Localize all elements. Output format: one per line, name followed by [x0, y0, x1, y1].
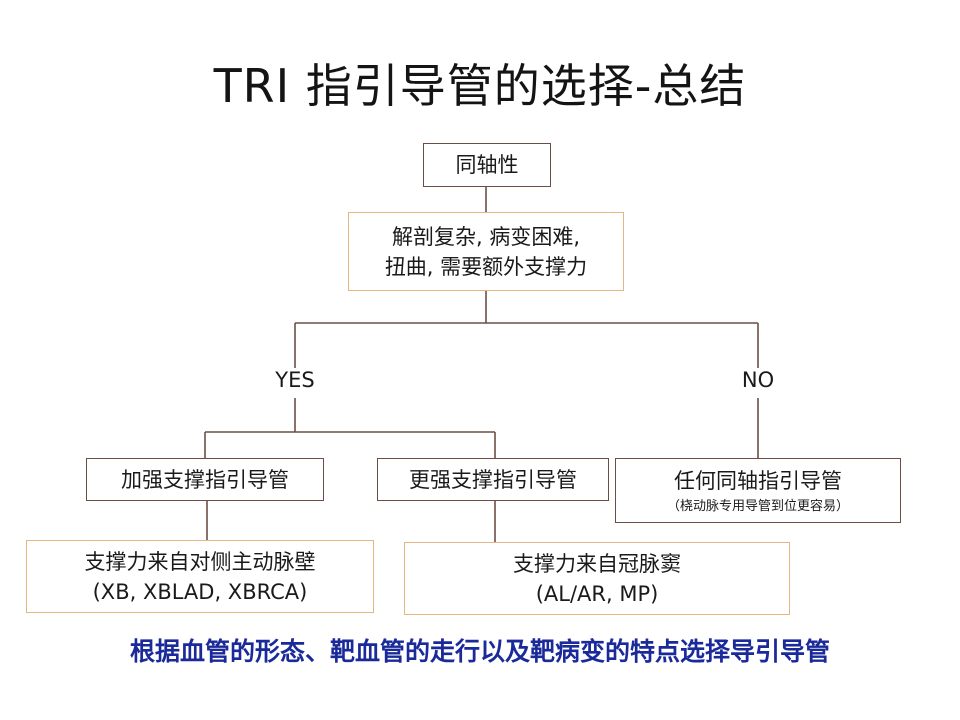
- question-line-2: 扭曲, 需要额外支撑力: [384, 254, 588, 279]
- footer-summary: 根据血管的形态、靶血管的走行以及靶病变的特点选择导引导管: [129, 637, 830, 666]
- node-question: 解剖复杂, 病变困难, 扭曲, 需要额外支撑力: [348, 212, 624, 291]
- stronger-support-label: 更强支撑指引导管: [409, 467, 577, 492]
- any-coaxial-note: （桡动脉专用导管到位更容易）: [666, 498, 849, 514]
- no-label: NO: [741, 368, 775, 392]
- strong-detail-line-1: 支撑力来自对侧主动脉壁: [84, 549, 316, 574]
- page-title: TRI 指引导管的选择-总结: [213, 59, 747, 113]
- node-coaxial-label: 同轴性: [455, 153, 519, 177]
- node-coaxial: 同轴性: [423, 143, 551, 187]
- any-coaxial-label: 任何同轴指引导管: [674, 468, 842, 493]
- node-stronger-detail: 支撑力来自冠脉窦 (AL/AR, MP): [404, 542, 790, 615]
- strong-support-label: 加强支撑指引导管: [121, 467, 289, 492]
- stronger-detail-line-2: (AL/AR, MP): [535, 581, 659, 606]
- node-stronger-support: 更强支撑指引导管: [377, 458, 609, 501]
- question-line-1: 解剖复杂, 病变困难,: [391, 224, 581, 249]
- yes-label: YES: [275, 368, 315, 392]
- node-strong-support: 加强支撑指引导管: [86, 458, 324, 501]
- stronger-detail-line-1: 支撑力来自冠脉窦: [513, 551, 681, 576]
- node-any-coaxial: 任何同轴指引导管 （桡动脉专用导管到位更容易）: [615, 458, 901, 523]
- node-strong-detail: 支撑力来自对侧主动脉壁 (XB, XBLAD, XBRCA): [26, 540, 374, 613]
- strong-detail-line-2: (XB, XBLAD, XBRCA): [92, 579, 308, 604]
